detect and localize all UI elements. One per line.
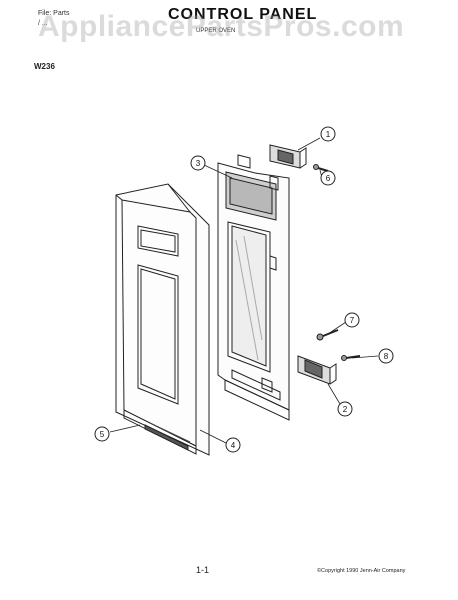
control-panel-front	[115, 183, 210, 456]
screw-bracket	[341, 355, 361, 361]
callout-8: 8	[378, 348, 394, 364]
leader-lines	[109, 137, 379, 444]
diagram-title: CONTROL PANEL	[168, 6, 318, 23]
svg-text:1: 1	[326, 130, 331, 139]
callout-6: 6	[320, 170, 336, 186]
page-number: 1-1	[196, 565, 210, 575]
callout-1: 1	[320, 126, 336, 142]
file-sublabel: / ...	[38, 20, 48, 27]
svg-text:5: 5	[100, 430, 105, 439]
model-number: W236	[34, 62, 55, 71]
upper-bracket	[269, 144, 307, 169]
svg-text:8: 8	[384, 352, 389, 361]
diagram-subtitle: UPPER OVEN	[196, 28, 236, 34]
callout-2: 2	[337, 401, 353, 417]
svg-text:4: 4	[231, 441, 236, 450]
svg-text:6: 6	[326, 174, 331, 183]
svg-text:2: 2	[343, 405, 348, 414]
file-label: File: Parts	[38, 10, 70, 17]
copyright-notice: ©Copyright 1990 Jenn-Air Company	[317, 568, 406, 574]
mounting-plate	[217, 154, 290, 421]
callout-5: 5	[94, 426, 110, 442]
callout-4: 4	[225, 437, 241, 453]
screw-upper	[313, 164, 329, 172]
lower-bracket	[297, 355, 337, 385]
screw-lower	[316, 329, 339, 341]
callout-7: 7	[344, 312, 360, 328]
watermark-logo: AppliancePartsPros.com	[38, 10, 405, 43]
callout-3: 3	[190, 155, 206, 171]
svg-text:3: 3	[196, 159, 201, 168]
svg-text:7: 7	[350, 316, 355, 325]
